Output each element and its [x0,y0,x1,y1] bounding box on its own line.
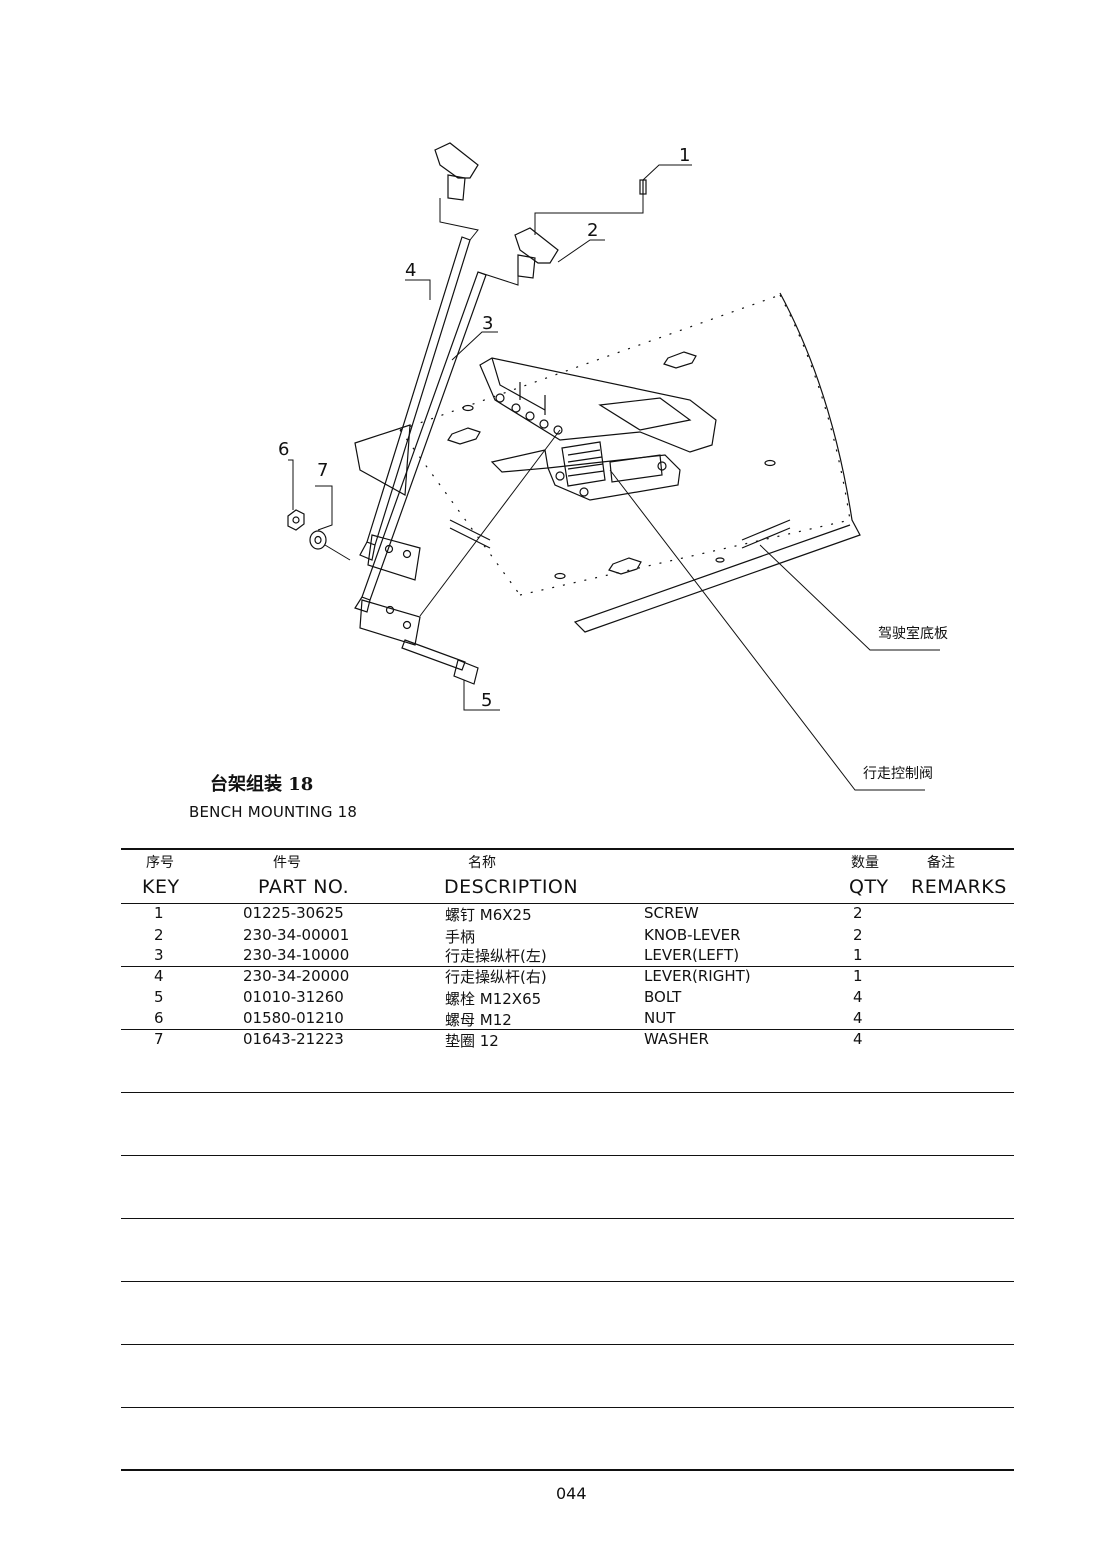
row-part-no: 01580-01210 [243,1009,344,1027]
row-key: 5 [154,988,164,1006]
bolt [401,639,479,685]
row-qty: 2 [853,904,863,922]
row-part-no: 01643-21223 [243,1030,344,1048]
row-desc-en: LEVER(RIGHT) [644,967,751,985]
travel-valve-label: 行走控制阀 [863,766,933,782]
page-number: 044 [556,1484,587,1503]
empty-row-rule [121,1281,1014,1282]
row-key: 2 [154,926,164,944]
row-desc-en: NUT [644,1009,676,1027]
floor-edge [573,292,861,633]
cab-floor-label: 驾驶室底板 [878,625,948,642]
empty-row-rule [121,1218,1014,1219]
empty-row-rule [121,1155,1014,1156]
row-qty: 4 [853,1030,863,1048]
row-qty: 1 [853,946,863,964]
callout-5: 5 [481,690,492,711]
row-desc-cn: 垫圈 12 [445,1032,499,1050]
row-desc-cn: 行走操纵杆(左) [445,947,547,965]
row-desc-cn: 行走操纵杆(右) [445,968,547,986]
row-desc-cn: 螺钉 M6X25 [445,906,532,924]
row-key: 7 [154,1030,164,1048]
floor-slots [449,519,791,549]
callout-2: 2 [587,220,598,241]
callout-6: 6 [278,439,289,460]
header-remarks-cn: 备注 [927,855,955,871]
header-desc-cn: 名称 [468,855,496,871]
callout-1: 1 [679,145,690,166]
row-desc-en: BOLT [644,988,682,1006]
row-desc-en: LEVER(LEFT) [644,946,740,964]
assembly-title-en: BENCH MOUNTING 18 [189,803,358,821]
header-part-no: PART NO. [258,876,350,898]
table-bottom-rule [121,1469,1014,1471]
group-rule [121,1029,1014,1030]
nut [287,509,305,531]
empty-row-rule [121,1407,1014,1408]
row-key: 6 [154,1009,164,1027]
callout-3: 3 [482,313,493,334]
washer [309,530,327,550]
row-qty: 1 [853,967,863,985]
row-desc-cn: 螺栓 M12X65 [445,990,542,1008]
floor-left-plate [354,424,411,496]
row-part-no: 01010-31260 [243,988,344,1006]
row-key: 3 [154,946,164,964]
lever-right [359,236,471,581]
header-bottom-rule [121,903,1014,904]
empty-row-rule [121,1344,1014,1345]
row-key: 1 [154,904,164,922]
row-qty: 4 [853,1009,863,1027]
row-qty: 2 [853,926,863,944]
exploded-parts-drawing: 1 2 3 4 5 6 7 驾驶室底板 行走控制阀 [278,142,948,791]
row-desc-en: SCREW [644,904,699,922]
row-desc-cn: 手柄 [445,928,476,946]
row-part-no: 230-34-10000 [243,946,350,964]
row-part-no: 230-34-00001 [243,926,350,944]
leader-lines [288,164,940,791]
header-description: DESCRIPTION [444,876,579,898]
header-key: KEY [142,876,180,898]
lever-left [354,271,487,646]
table-top-rule [121,848,1014,850]
callout-7: 7 [317,460,328,481]
screw [639,179,647,195]
header-qty: QTY [849,876,889,898]
group-rule [121,966,1014,967]
header-qty-cn: 数量 [851,855,879,871]
row-desc-en: WASHER [644,1030,709,1048]
assembly-title-cn: 台架组装 18 [210,774,314,795]
valve-stripe [490,449,549,473]
row-part-no: 01225-30625 [243,904,344,922]
knob-lever-upper [434,142,479,201]
row-desc-cn: 螺母 M12 [445,1011,512,1029]
empty-row-rule [121,1092,1014,1093]
row-desc-en: KNOB-LEVER [644,926,741,944]
travel-control-valve [479,357,717,501]
header-key-cn: 序号 [146,855,174,871]
header-remarks: REMARKS [911,876,1007,898]
row-part-no: 230-34-20000 [243,967,350,985]
cab-floor-plate [399,294,851,596]
row-key: 4 [154,967,164,985]
header-part-cn: 件号 [273,855,301,871]
floor-holes [447,351,776,580]
callout-4: 4 [405,260,416,281]
knob-lever-lower [514,227,559,279]
row-qty: 4 [853,988,863,1006]
